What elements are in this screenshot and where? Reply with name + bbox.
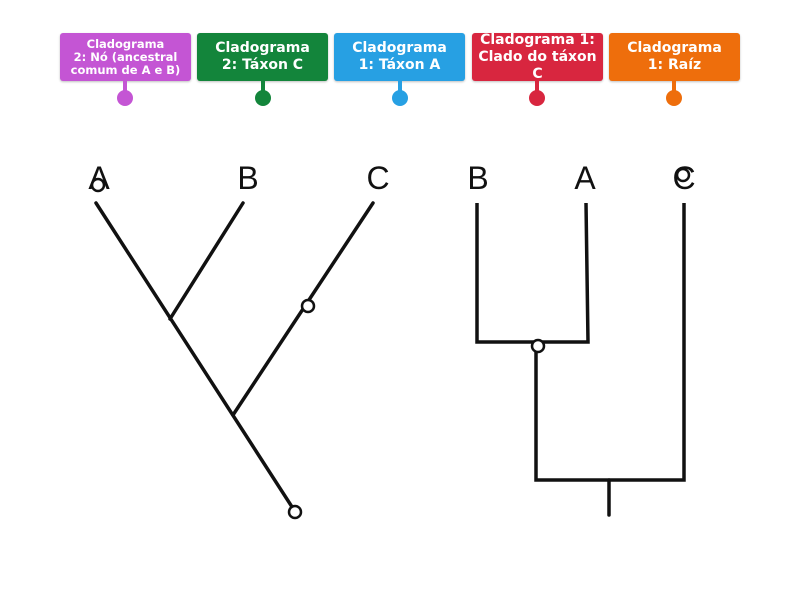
clade-a-b <box>475 202 590 344</box>
label-pin-dot[interactable] <box>255 90 271 106</box>
label-pin-dot[interactable] <box>666 90 682 106</box>
taxon-label-b: B <box>467 160 488 196</box>
cladogram-1: A B C <box>88 160 390 512</box>
drop-target-cladogram2-taxon-c[interactable] <box>675 167 691 183</box>
label-pin-stem <box>261 81 265 95</box>
label-tag-text: Cladograma 2: Nó (ancestral comum de A e… <box>70 36 181 77</box>
label-pin-dot[interactable] <box>117 90 133 106</box>
label-pin-stem <box>123 81 127 95</box>
drop-target-cladogram1-root[interactable] <box>287 504 303 520</box>
drop-targets <box>90 167 691 520</box>
label-pin-dot[interactable] <box>529 90 545 106</box>
label-pin-dot[interactable] <box>392 90 408 106</box>
cladogram-2: B A C <box>467 160 696 517</box>
taxon-label-b: B <box>237 160 258 196</box>
label-pin-stem <box>535 81 539 95</box>
label-pin-stem <box>672 81 676 95</box>
label-tag-cladogram2-taxon-c[interactable]: Cladograma 2: Táxon C <box>197 33 328 81</box>
drop-target-cladogram1-taxon-a[interactable] <box>90 177 106 193</box>
drop-target-cladogram2-node[interactable] <box>530 338 546 354</box>
label-tag-text: Cladograma 1: Raíz <box>627 40 722 73</box>
label-tag-cladogram1-root[interactable]: Cladograma 1: Raíz <box>609 33 740 81</box>
branch-b <box>168 201 245 321</box>
label-tag-cladogram2-node[interactable]: Cladograma 2: Nó (ancestral comum de A e… <box>60 33 191 81</box>
branch-a-to-root <box>94 201 296 512</box>
label-tag-text: Cladograma 2: Táxon C <box>215 40 310 73</box>
label-tag-cladogram1-clade-c[interactable]: Cladograma 1: Clado do táxon C <box>472 31 603 82</box>
label-tag-text: Cladograma 1: Clado do táxon C <box>478 31 597 82</box>
taxon-label-a: A <box>574 160 596 196</box>
label-tag-cladogram1-taxon-a[interactable]: Cladograma 1: Táxon A <box>334 33 465 81</box>
taxon-label-c: C <box>366 160 389 196</box>
drop-target-cladogram1-clade-c[interactable] <box>300 298 316 314</box>
label-tag-text: Cladograma 1: Táxon A <box>352 40 447 73</box>
label-pin-stem <box>398 81 402 95</box>
